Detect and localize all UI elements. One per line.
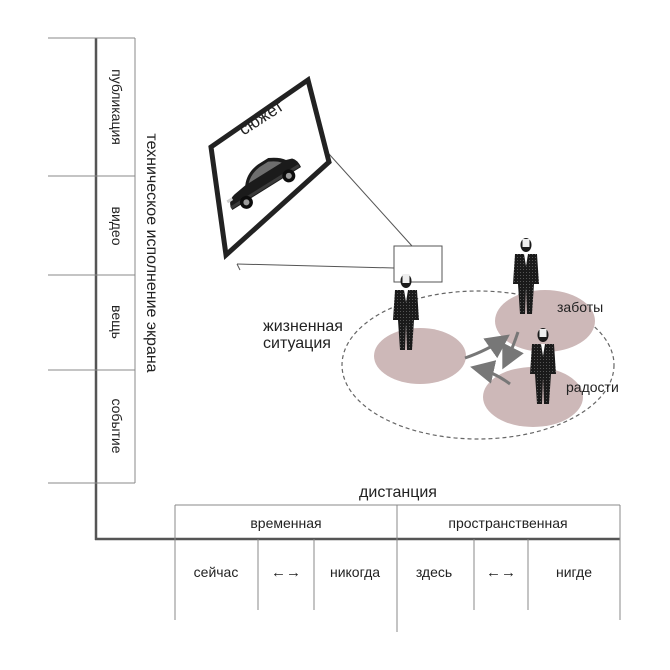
viewer-focus-box [393,245,443,283]
category-label-publication: публикация [109,69,125,145]
category-label-thing: вещь [109,305,125,339]
projection-line [319,143,413,247]
distance-item-nowhere: нигде [556,564,592,580]
person-figure [530,328,556,404]
life-situation-label-line1: жизненная [263,318,343,335]
car-image [226,157,302,210]
category-label-video: видео [109,206,125,246]
person-figure [393,274,419,350]
distance-title: дистанция [359,484,437,501]
person-figure [513,238,539,314]
life-situation-label-line2: ситуация [263,335,331,352]
distance-item-never: никогда [329,564,381,580]
vertical-axis-title: техническое исполнение экрана [143,133,160,373]
joys-label: радости [566,379,619,395]
distance-group-spatial: пространственная [448,515,568,531]
distance-item-arrow-spatial: ←→ [486,564,516,581]
situation-ellipse [374,328,466,384]
arrow-to-cares [464,334,510,360]
distance-item-now: сейчас [193,564,239,580]
cares-label: заботы [557,299,604,315]
distance-item-arrow-temporal: ←→ [271,564,301,581]
arrow-cares-to-joys [502,331,524,370]
projection-line [236,263,395,269]
arrow-joys-to-situation [470,360,511,386]
life-situation-boundary [341,290,615,440]
projection-tick [236,263,241,271]
distance-group-temporal: временная [250,515,322,531]
distance-item-here: здесь [415,564,453,580]
category-label-event: событие [109,398,125,454]
